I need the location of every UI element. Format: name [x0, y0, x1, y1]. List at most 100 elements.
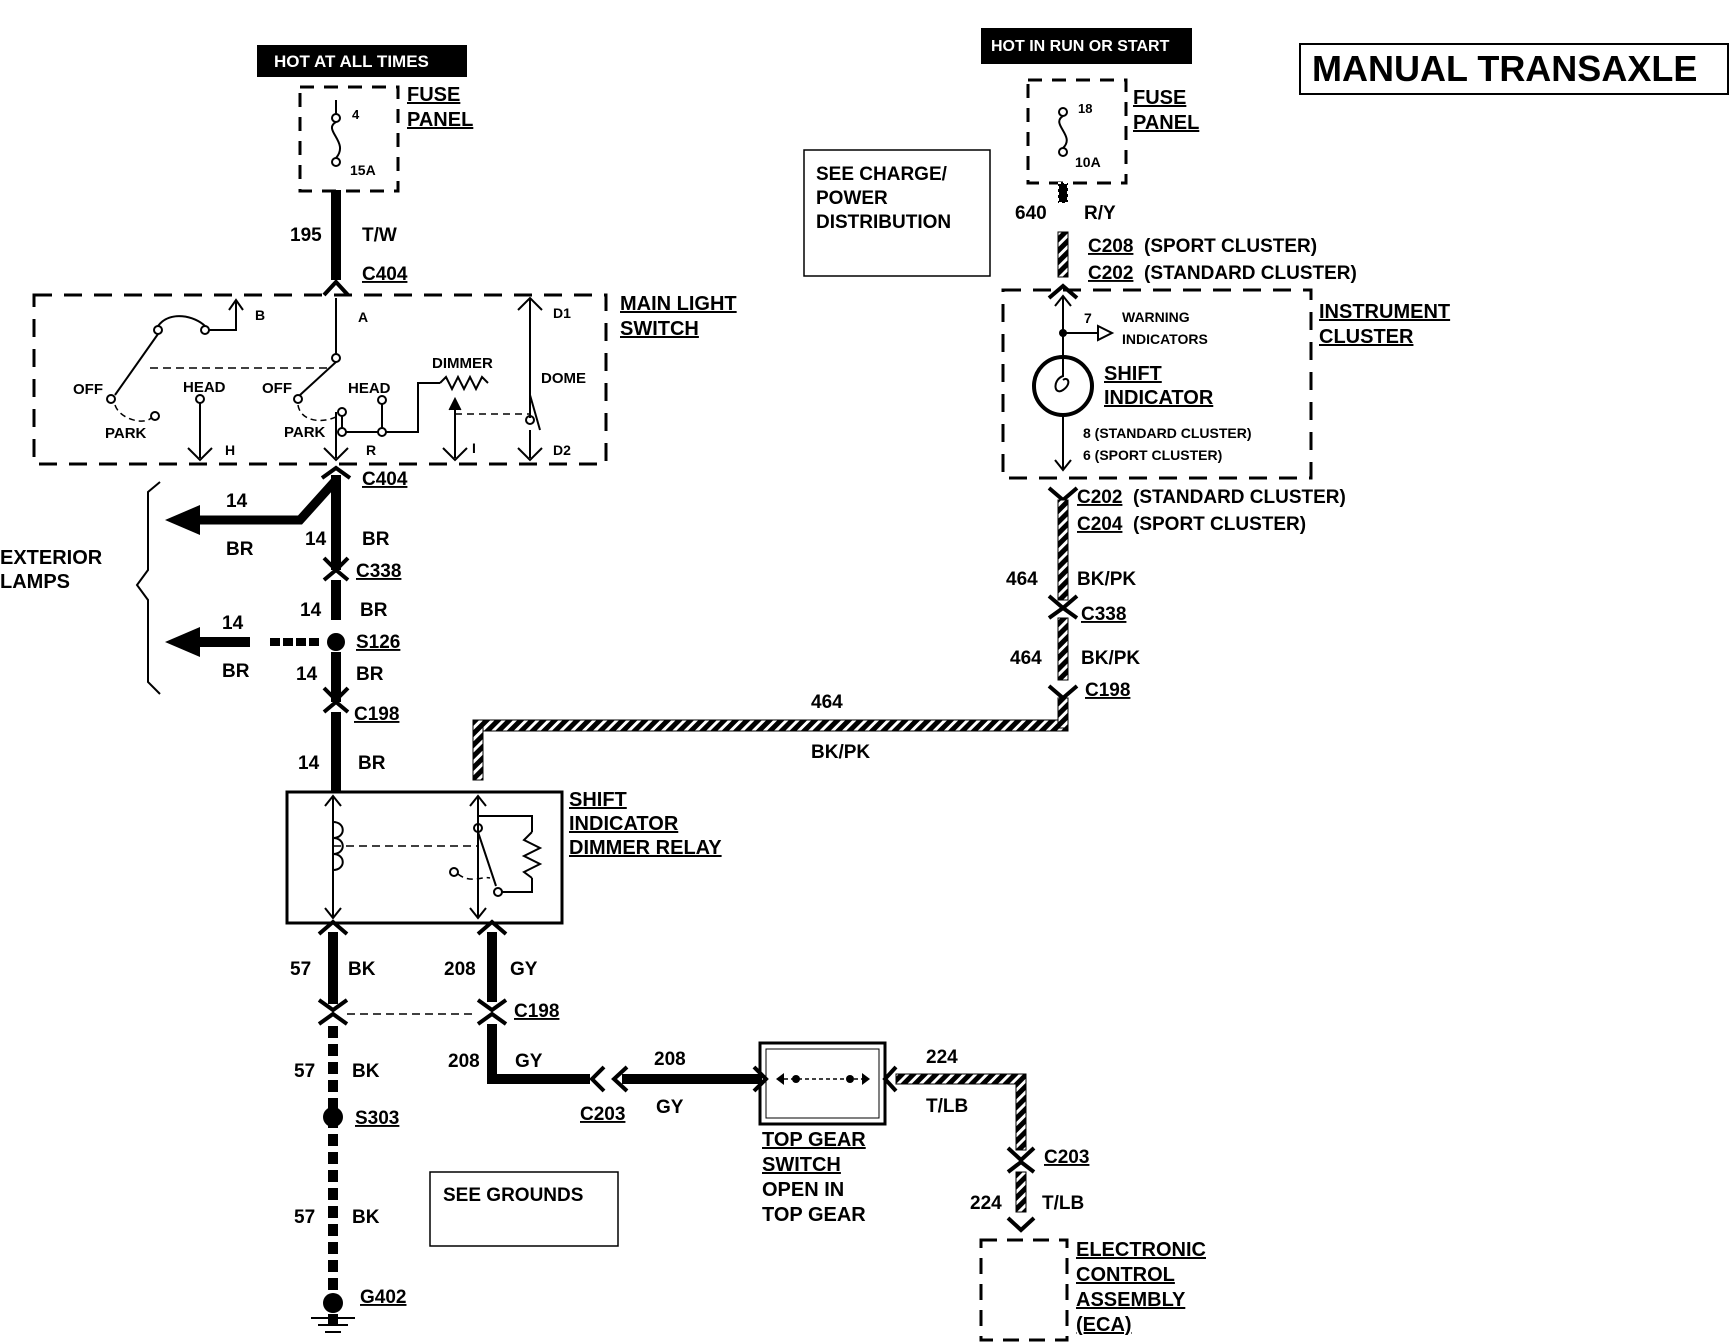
dimmer-relay-label-3: DIMMER RELAY	[569, 837, 722, 859]
see-charge-line-2: POWER	[816, 188, 888, 209]
wire-208: 208 GY C198 208 GY C203 208 GY	[444, 919, 769, 1125]
wire-464-c-color: BK/PK	[811, 742, 870, 763]
wire-208-b-color: GY	[515, 1051, 543, 1072]
main-light-switch: MAIN LIGHT SWITCH B OFF HEAD PARK H A OF…	[32, 293, 737, 466]
instrument-cluster-label-2: CLUSTER	[1319, 326, 1414, 348]
wire-s126-number: 14	[296, 664, 318, 685]
connector-c198-right: C198	[1085, 680, 1130, 701]
splice-s303-label: S303	[355, 1108, 399, 1129]
exterior-lamps-arrow-1	[165, 505, 200, 535]
connector-c338-right: C338	[1081, 604, 1126, 625]
pin-8-label: 8 (STANDARD CLUSTER)	[1083, 425, 1252, 441]
wire-sw-out-number: 14	[305, 529, 327, 550]
eca-label-2: CONTROL	[1076, 1264, 1175, 1286]
right-fuse-panel: 18 10A FUSE PANEL	[1026, 78, 1199, 185]
left-fuse-rating: 15A	[350, 162, 376, 178]
wire-464-b-color: BK/PK	[1081, 648, 1140, 669]
wire-208-b-number: 208	[448, 1051, 480, 1072]
wire-640-number: 640	[1015, 203, 1047, 224]
wire-224-a-number: 224	[926, 1047, 958, 1068]
hot-in-run-label: HOT IN RUN OR START	[991, 38, 1170, 55]
title-box: MANUAL TRANSAXLE	[1299, 43, 1729, 95]
right-fuse-rating: 10A	[1075, 154, 1101, 170]
pin-6-label: 6 (SPORT CLUSTER)	[1083, 447, 1222, 463]
connector-c203-right: C203	[1044, 1147, 1089, 1168]
top-gear-switch: TOP GEAR SWITCH OPEN IN TOP GEAR	[758, 1041, 887, 1226]
connector-c202-bottom: C202	[1077, 487, 1122, 508]
exterior-lamps-brace: EXTERIOR LAMPS	[0, 481, 161, 695]
connector-c202-top-note: (STANDARD CLUSTER)	[1144, 263, 1357, 284]
instrument-cluster-label-1: INSTRUMENT	[1319, 301, 1450, 323]
hot-at-all-times-header: HOT AT ALL TIMES	[257, 45, 467, 77]
connector-c198-left: C198	[354, 704, 399, 725]
wire-208-c-number: 208	[654, 1049, 686, 1070]
connector-c204-note: (SPORT CLUSTER)	[1133, 514, 1306, 535]
electronic-control-assembly: ELECTRONIC CONTROL ASSEMBLY (ECA)	[979, 1238, 1206, 1342]
connector-c208-note: (SPORT CLUSTER)	[1144, 236, 1317, 257]
wire-sw-out-color: BR	[362, 529, 390, 550]
wire-464: C202 (STANDARD CLUSTER) C204 (SPORT CLUS…	[472, 486, 1346, 781]
wire-208-c-color: GY	[656, 1097, 684, 1118]
wire-57-b-number: 57	[294, 1061, 315, 1082]
relay-resistor-icon	[521, 831, 543, 879]
connector-c202-top: C202	[1088, 263, 1133, 284]
top-gear-label-2: SWITCH	[762, 1154, 841, 1176]
splice-s303	[323, 1107, 343, 1127]
wire-s126-color: BR	[356, 664, 384, 685]
dimmer-relay-label-2: INDICATOR	[569, 813, 679, 835]
wire-57-c-number: 57	[294, 1207, 315, 1228]
exterior-lamps-label-1: EXTERIOR	[0, 547, 103, 569]
wire-57-a-number: 57	[290, 959, 311, 980]
terminal-d1-label: D1	[553, 305, 571, 321]
see-charge-line-1: SEE CHARGE/	[816, 164, 948, 185]
page-title: MANUAL TRANSAXLE	[1312, 48, 1697, 89]
terminal-i-label: I	[472, 440, 476, 456]
terminal-b-label: B	[255, 307, 265, 323]
exterior-lamps-arrow-2	[165, 627, 200, 657]
switch-head-label-2: HEAD	[348, 380, 391, 397]
wire-relay-in-color: BR	[358, 753, 386, 774]
wire-224-b-number: 224	[970, 1193, 1002, 1214]
connector-c338-left: C338	[356, 561, 401, 582]
fuse-icon	[1058, 115, 1068, 149]
splice-s126-label: S126	[356, 632, 400, 653]
wire-224: 224 T/LB C203 224 T/LB	[882, 1047, 1089, 1233]
ground-icon	[311, 1317, 355, 1333]
top-gear-label-4: TOP GEAR	[762, 1204, 866, 1226]
eca-label-4: (ECA)	[1076, 1314, 1132, 1336]
wire-208-a-number: 208	[444, 959, 476, 980]
connector-c204: C204	[1077, 514, 1123, 535]
wire-640: 640 R/Y C208 (SPORT CLUSTER) C202 (STAND…	[1015, 182, 1357, 300]
wire-relay-in-number: 14	[298, 753, 320, 774]
wire-208-a-color: GY	[510, 959, 538, 980]
hot-at-all-times-label: HOT AT ALL TIMES	[274, 52, 429, 71]
dimmer-relay-label-1: SHIFT	[569, 789, 627, 811]
top-gear-label-1: TOP GEAR	[762, 1129, 866, 1151]
main-light-switch-label-1: MAIN LIGHT	[620, 293, 737, 315]
wire-224-b-color: T/LB	[1042, 1193, 1084, 1214]
wire-640-color: R/Y	[1084, 203, 1116, 224]
wire-c338-color: BR	[360, 600, 388, 621]
ground-g402-label: G402	[360, 1287, 406, 1308]
eca-label-3: ASSEMBLY	[1076, 1289, 1186, 1311]
splice-s126	[327, 633, 345, 651]
see-grounds-note: SEE GROUNDS	[429, 1171, 619, 1247]
right-fuse-number: 18	[1078, 101, 1092, 116]
see-grounds-label: SEE GROUNDS	[443, 1185, 583, 1206]
terminal-d2-label: D2	[553, 442, 571, 458]
connector-c198-relay: C198	[514, 1001, 559, 1022]
switch-park-label-1: PARK	[105, 425, 147, 442]
wire-ext2-color: BR	[222, 661, 250, 682]
left-fuse-panel: 4 15A FUSE PANEL	[298, 84, 473, 193]
shift-indicator-label-2: INDICATOR	[1104, 387, 1214, 409]
left-fuse-label-2: PANEL	[407, 109, 473, 131]
top-gear-label-3: OPEN IN	[762, 1179, 844, 1201]
left-fuse-label-1: FUSE	[407, 84, 460, 106]
main-light-switch-label-2: SWITCH	[620, 318, 699, 340]
right-fuse-label-1: FUSE	[1133, 87, 1186, 109]
switch-head-label-1: HEAD	[183, 379, 226, 396]
right-fuse-label-2: PANEL	[1133, 112, 1199, 134]
wire-57-ground: 57 BK 57 BK S303 57 BK G402	[290, 919, 474, 1333]
instrument-cluster: INSTRUMENT CLUSTER 7 WARNING INDICATORS …	[1001, 288, 1450, 480]
